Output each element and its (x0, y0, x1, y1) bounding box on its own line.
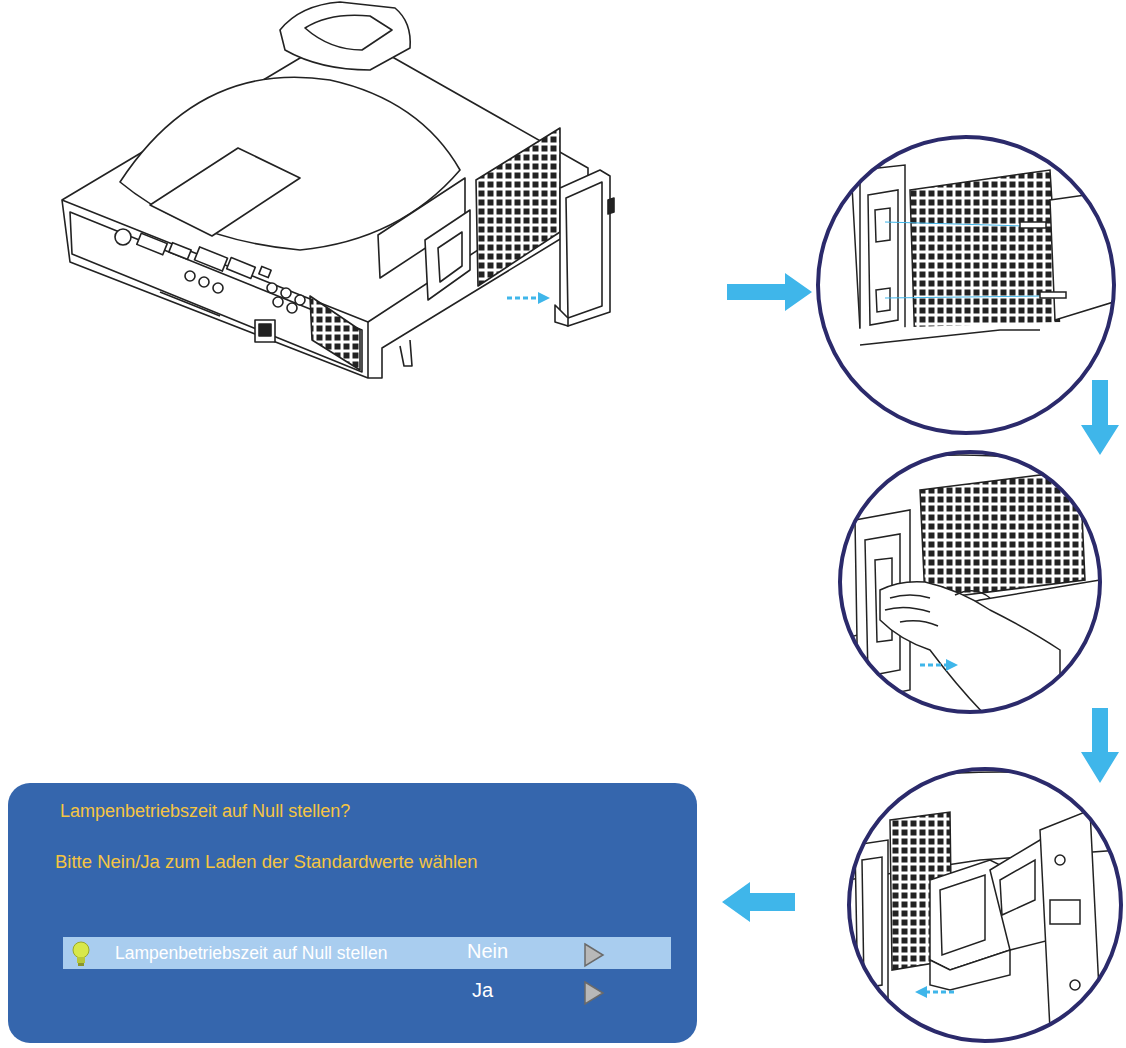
detail-circle (818, 130, 1120, 440)
menu-title: Lampenbetriebszeit auf Null stellen? (60, 801, 350, 823)
lamp-icon (73, 942, 89, 966)
detail-circle (848, 769, 1121, 1041)
arrow-icon (585, 982, 603, 1004)
arrow-icon (585, 944, 603, 966)
menu-hint: Bitte Nein/Ja zum Laden der Standardwert… (55, 851, 478, 873)
menu-row-highlight: Lampenbetriebszeit auf Null stellen Nein (63, 937, 671, 969)
dashed-arrow (507, 292, 550, 304)
menu-item: Lampenbetriebszeit auf Null stellen (115, 943, 387, 964)
projector-drawing (62, 2, 614, 378)
menu-panel: Lampenbetriebszeit auf Null stellen? Bitt… (8, 783, 697, 1043)
option-label: Nein (467, 939, 508, 963)
option-label: Ja (472, 978, 493, 1002)
detail-circle (840, 452, 1100, 720)
